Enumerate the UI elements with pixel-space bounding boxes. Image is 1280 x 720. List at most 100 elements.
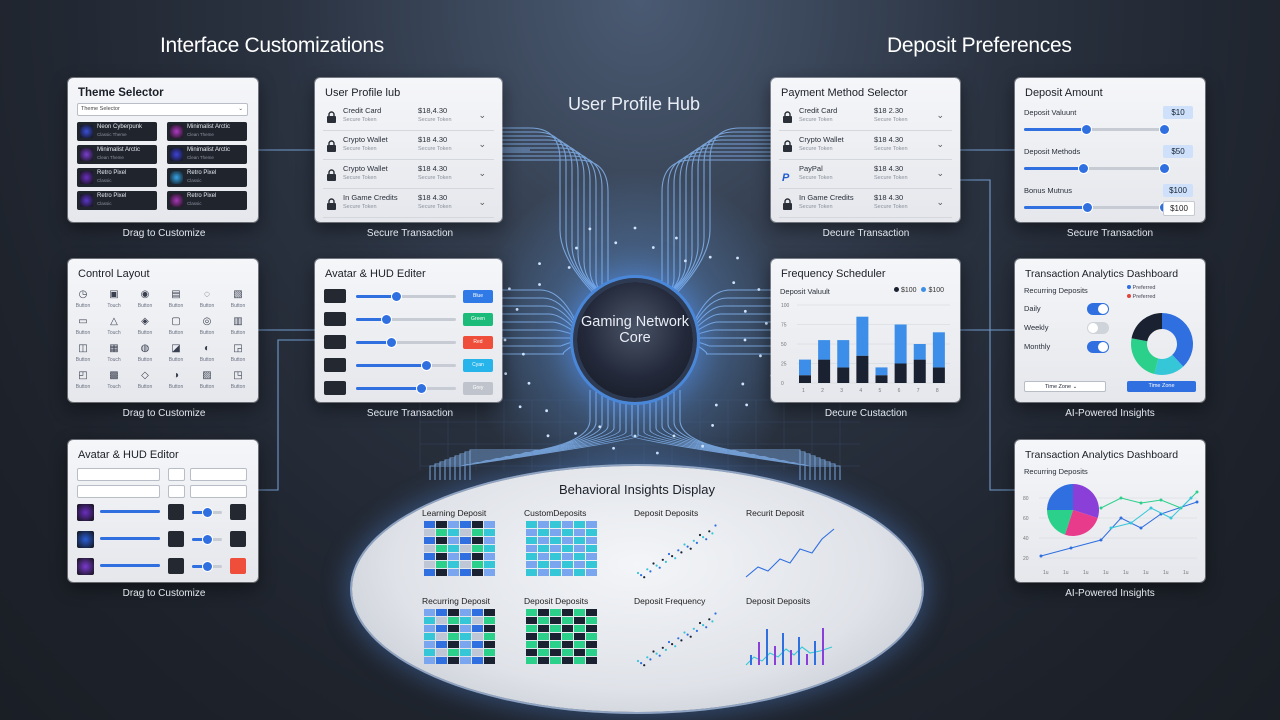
- hud-value-field[interactable]: [168, 485, 185, 498]
- hud-dropdown[interactable]: [77, 485, 160, 498]
- deposit-slider[interactable]: [1024, 203, 1169, 212]
- control-button[interactable]: ◍Button: [120, 343, 170, 379]
- control-button[interactable]: ◷Button: [68, 289, 108, 325]
- hud-slider[interactable]: [192, 508, 222, 517]
- control-button[interactable]: ▣Touch: [89, 289, 139, 325]
- chevron-down-icon[interactable]: ⌄: [936, 139, 944, 149]
- hud-element-icon[interactable]: [324, 358, 346, 372]
- hud-slider[interactable]: [192, 562, 222, 571]
- control-button[interactable]: ◫Button: [68, 343, 108, 379]
- slider-knob[interactable]: [203, 508, 212, 517]
- time-zone-button[interactable]: Time Zone: [1127, 381, 1196, 392]
- hud-element-icon[interactable]: [324, 335, 346, 349]
- hud-element-icon[interactable]: [324, 312, 346, 326]
- control-button[interactable]: ◌Button: [182, 289, 232, 325]
- deposit-slider[interactable]: [1024, 164, 1169, 173]
- hud-slider[interactable]: [100, 564, 160, 567]
- hud-dropdown[interactable]: [190, 468, 247, 481]
- hud-slider[interactable]: [356, 361, 456, 370]
- control-button[interactable]: ◰Button: [68, 370, 108, 402]
- control-button[interactable]: ▭Button: [68, 316, 108, 352]
- chevron-down-icon[interactable]: ⌄: [478, 197, 486, 207]
- hud-dropdown[interactable]: [190, 485, 247, 498]
- hud-square-icon[interactable]: [168, 504, 184, 520]
- hud-slider[interactable]: [356, 315, 456, 324]
- slider-knob[interactable]: [1078, 164, 1088, 173]
- control-button[interactable]: ▥Button: [213, 316, 258, 352]
- chevron-down-icon[interactable]: ⌄: [478, 110, 486, 120]
- hud-color-button[interactable]: Red: [463, 336, 493, 349]
- hud-action-icon[interactable]: [230, 558, 246, 574]
- hud-value-field[interactable]: [168, 468, 185, 481]
- toggle-switch[interactable]: [1087, 303, 1109, 315]
- slider-knob[interactable]: [387, 338, 396, 347]
- control-button[interactable]: ◈Button: [120, 316, 170, 352]
- chevron-down-icon[interactable]: ⌄: [936, 197, 944, 207]
- control-button[interactable]: ▢Button: [151, 316, 201, 352]
- deposit-value-badge[interactable]: $100: [1163, 184, 1193, 197]
- toggle-switch[interactable]: [1087, 322, 1109, 334]
- hud-slider[interactable]: [192, 535, 222, 544]
- chevron-down-icon[interactable]: ⌄: [478, 168, 486, 178]
- slider-knob[interactable]: [203, 535, 212, 544]
- hud-color-button[interactable]: Grey: [463, 382, 493, 395]
- chevron-down-icon[interactable]: ⌄: [478, 139, 486, 149]
- control-button[interactable]: ▧Button: [213, 289, 258, 325]
- control-button[interactable]: ▤Button: [151, 289, 201, 325]
- toggle-switch[interactable]: [1087, 341, 1109, 353]
- slider-knob[interactable]: [1160, 164, 1169, 173]
- hud-slider[interactable]: [100, 510, 160, 513]
- control-button[interactable]: ▩Touch: [89, 370, 139, 402]
- hud-element-icon[interactable]: [324, 381, 346, 395]
- deposit-value-badge[interactable]: $10: [1163, 106, 1193, 119]
- slider-knob[interactable]: [1081, 125, 1091, 134]
- hud-element-icon[interactable]: [324, 289, 346, 303]
- time-zone-dropdown[interactable]: Time Zone ⌄: [1024, 381, 1106, 392]
- avatar-thumbnail-icon[interactable]: [77, 558, 94, 575]
- slider-knob[interactable]: [422, 361, 431, 370]
- hud-color-button[interactable]: Blue: [463, 290, 493, 303]
- deposit-extra-value[interactable]: $100: [1163, 201, 1195, 216]
- control-button[interactable]: ◑Button: [151, 370, 201, 402]
- control-button[interactable]: ◇Button: [120, 370, 170, 402]
- hud-slider[interactable]: [356, 338, 456, 347]
- deposit-value-badge[interactable]: $50: [1163, 145, 1193, 158]
- control-button[interactable]: ◲Button: [213, 343, 258, 379]
- avatar-thumbnail-icon[interactable]: [77, 531, 94, 548]
- chevron-down-icon[interactable]: ⌄: [936, 168, 944, 178]
- hud-action-icon[interactable]: [230, 531, 246, 547]
- slider-knob[interactable]: [1160, 125, 1169, 134]
- hud-color-button[interactable]: Cyan: [463, 359, 493, 372]
- hud-slider[interactable]: [356, 292, 456, 301]
- slider-knob[interactable]: [382, 315, 391, 324]
- slider-knob[interactable]: [203, 562, 212, 571]
- gaming-network-core[interactable]: Gaming Network Core: [577, 282, 693, 398]
- control-button[interactable]: ◉Button: [120, 289, 170, 325]
- hud-slider[interactable]: [100, 537, 160, 540]
- control-button[interactable]: ◳Button: [213, 370, 258, 402]
- slider-knob[interactable]: [1083, 203, 1092, 212]
- control-button[interactable]: ▦Touch: [89, 343, 139, 379]
- slider-knob[interactable]: [392, 292, 401, 301]
- hud-action-icon[interactable]: [230, 504, 246, 520]
- theme-dropdown[interactable]: Theme Selector ⌄: [77, 103, 248, 116]
- hud-color-button[interactable]: Green: [463, 313, 493, 326]
- control-button[interactable]: ▨Button: [182, 370, 232, 402]
- hud-slider[interactable]: [356, 384, 456, 393]
